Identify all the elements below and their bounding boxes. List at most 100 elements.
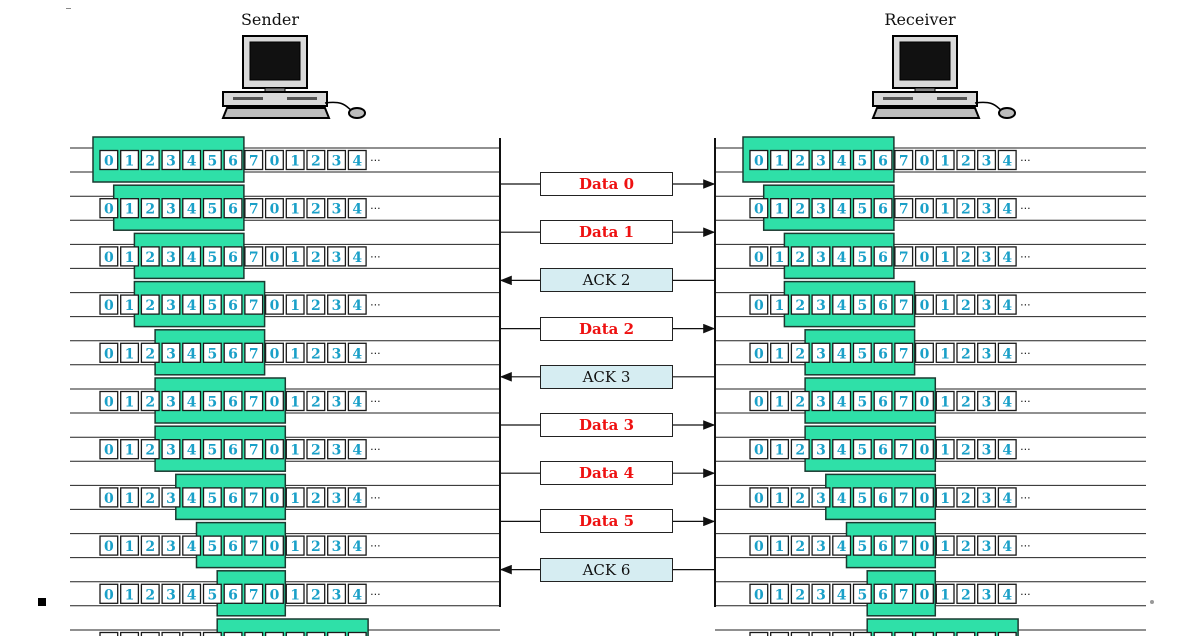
receiver-seq-cell	[811, 198, 831, 219]
receiver-seq-label: 2	[795, 154, 805, 170]
receiver-seq-cell	[956, 246, 976, 267]
sender-seq-cell	[140, 390, 160, 412]
receiver-seq-cell	[790, 487, 810, 508]
sender-seq-label: 3	[166, 250, 176, 266]
sender-seq-cell	[244, 487, 264, 508]
receiver-seq-label: 1	[775, 298, 785, 314]
receiver-seq-label: 1	[775, 346, 785, 362]
receiver-seq-cell	[811, 294, 831, 315]
receiver-seq-label: 3	[982, 587, 992, 603]
receiver-seq-label: 6	[878, 443, 888, 459]
sender-seq-label: 6	[228, 395, 238, 411]
sender-seq-label: 4	[352, 202, 362, 218]
receiver-seq-cell	[935, 149, 955, 171]
sender-seq-label: 4	[187, 443, 197, 459]
receiver-seq-label: 3	[816, 154, 826, 170]
sender-seq-label: 4	[352, 154, 362, 170]
receiver-seq-cell	[832, 631, 852, 636]
sender-seq-cell	[161, 390, 181, 412]
sender-seq-cell	[244, 342, 264, 363]
receiver-seq-label: 4	[837, 346, 847, 362]
receiver-seq-label: 0	[754, 154, 764, 170]
sender-seq-cell	[306, 439, 326, 460]
receiver-seq-label: 2	[961, 539, 971, 555]
sender-seq-cell	[223, 439, 243, 460]
receiver-seq-label: 0	[920, 346, 930, 362]
receiver-seq-cell	[790, 631, 810, 636]
sender-seq-cell	[306, 342, 326, 363]
sender-seq-label: 5	[207, 443, 217, 459]
sender-seq-label: 0	[104, 539, 114, 555]
sender-seq-cell	[327, 149, 347, 171]
receiver-seq-label: 0	[754, 250, 764, 266]
receiver-seq-cell	[977, 583, 997, 604]
sender-seq-label: 4	[352, 443, 362, 459]
receiver-seq-label: 1	[940, 587, 950, 603]
receiver-seq-label: 4	[837, 587, 847, 603]
sender-seq-label: 1	[125, 443, 135, 459]
sender-seq-cell	[120, 294, 140, 315]
receiver-seq-cell	[749, 390, 769, 412]
receiver-seq-label: 3	[982, 154, 992, 170]
sender-seq-label: 7	[249, 202, 259, 218]
receiver-seq-cell	[770, 342, 790, 363]
receiver-seq-label: 3	[982, 250, 992, 266]
receiver-seq-cell	[894, 439, 914, 460]
receiver-seq-label: 2	[795, 443, 805, 459]
sender-seq-label: 0	[270, 395, 280, 411]
sender-seq-cell	[161, 149, 181, 171]
receiver-seq-cell	[852, 535, 872, 556]
sender-seq-label: 4	[352, 250, 362, 266]
sender-seq-cell	[223, 149, 243, 171]
sender-seq-label: 1	[125, 298, 135, 314]
sender-seq-cell	[182, 535, 202, 556]
sender-seq-cell	[161, 294, 181, 315]
sender-seq-cell	[327, 583, 347, 604]
sender-seq-cell	[140, 294, 160, 315]
receiver-ellipsis: ···	[1020, 299, 1031, 312]
receiver-seq-label: 2	[961, 491, 971, 507]
sender-seq-label: 7	[249, 443, 259, 459]
receiver-seq-label: 6	[878, 587, 888, 603]
sender-seq-cell	[327, 535, 347, 556]
sender-seq-cell	[223, 246, 243, 267]
sender-seq-cell	[99, 487, 119, 508]
receiver-seq-cell	[811, 342, 831, 363]
sender-seq-label: 2	[311, 395, 321, 411]
receiver-seq-cell	[894, 631, 914, 636]
sender-seq-label: 4	[187, 395, 197, 411]
sender-seq-label: 6	[228, 539, 238, 555]
receiver-seq-cell	[832, 487, 852, 508]
sender-seq-label: 3	[332, 202, 342, 218]
sender-seq-cell	[99, 390, 119, 412]
receiver-seq-label: 2	[795, 539, 805, 555]
receiver-seq-label: 5	[857, 491, 867, 507]
sender-computer-icon	[221, 35, 366, 119]
sender-seq-label: 3	[166, 587, 176, 603]
receiver-seq-label: 3	[982, 539, 992, 555]
receiver-seq-cell	[749, 487, 769, 508]
receiver-seq-label: 1	[775, 539, 785, 555]
sender-seq-cell	[285, 342, 305, 363]
receiver-seq-label: 7	[899, 443, 909, 459]
receiver-seq-label: 0	[920, 491, 930, 507]
receiver-seq-label: 6	[878, 154, 888, 170]
sender-seq-label: 1	[290, 443, 300, 459]
receiver-seq-label: 7	[899, 539, 909, 555]
sender-seq-label: 4	[187, 154, 197, 170]
receiver-seq-cell	[749, 198, 769, 219]
sender-seq-label: 2	[311, 346, 321, 362]
receiver-seq-cell	[790, 535, 810, 556]
receiver-seq-cell	[997, 535, 1017, 556]
receiver-seq-cell	[914, 487, 934, 508]
sender-seq-label: 7	[249, 346, 259, 362]
sender-seq-cell	[264, 198, 284, 219]
sender-seq-label: 0	[104, 587, 114, 603]
sender-seq-cell	[347, 342, 367, 363]
receiver-seq-label: 2	[961, 443, 971, 459]
receiver-seq-label: 3	[982, 395, 992, 411]
sender-seq-cell	[182, 487, 202, 508]
sender-seq-label: 2	[145, 587, 155, 603]
receiver-seq-label: 0	[754, 202, 764, 218]
receiver-seq-label: 4	[1002, 202, 1012, 218]
